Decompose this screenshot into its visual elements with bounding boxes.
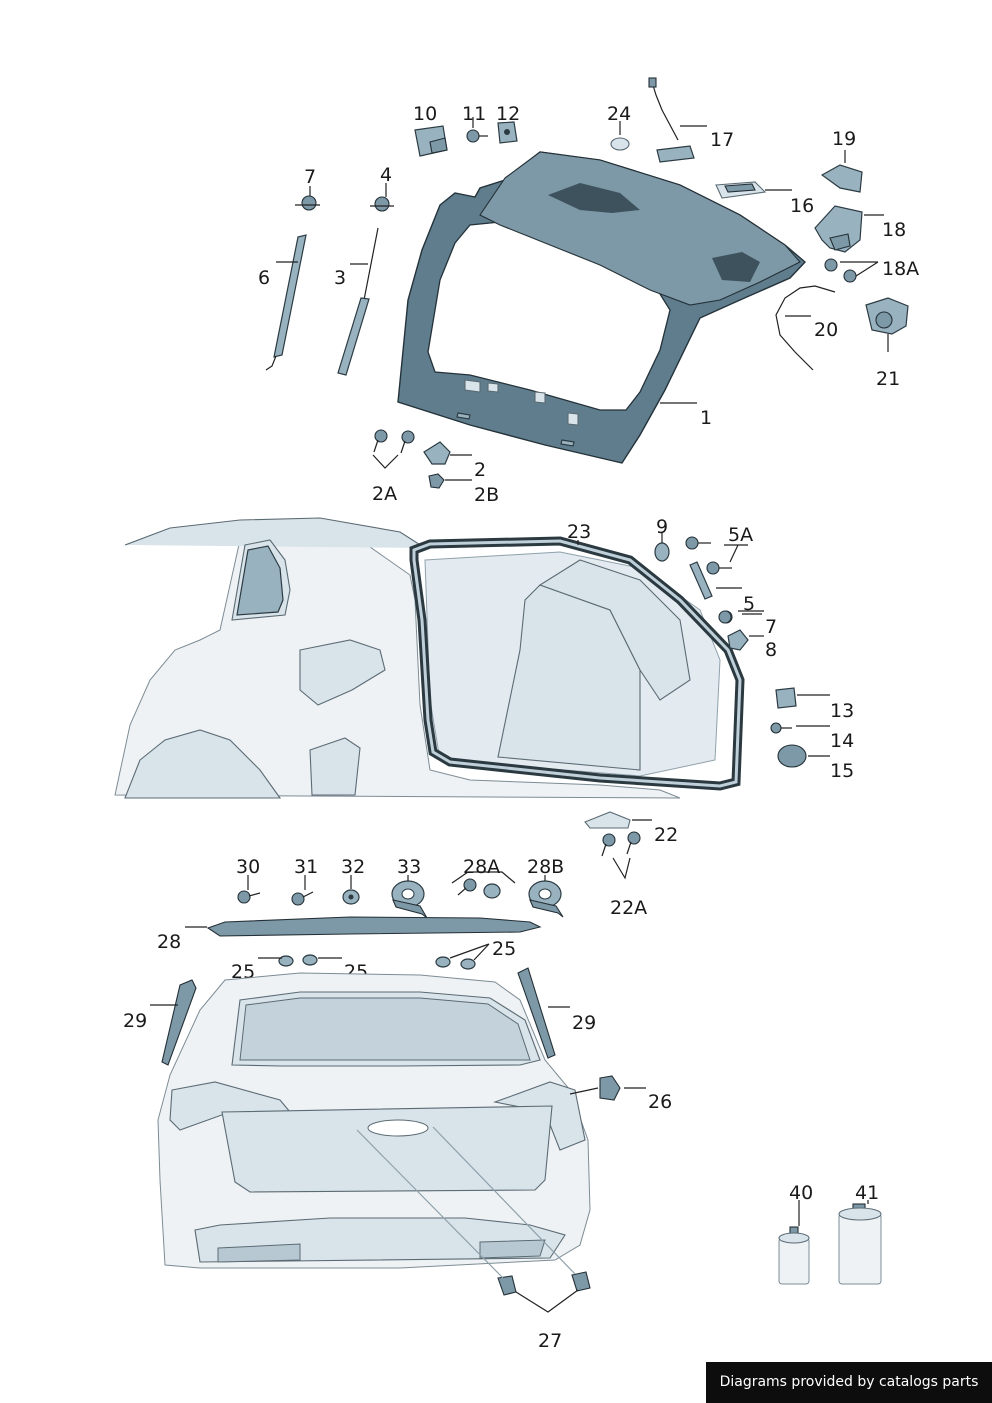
part-2 [423, 441, 451, 465]
part-28B [528, 880, 564, 918]
part-19 [820, 164, 863, 193]
label-17: 17 [710, 129, 734, 151]
label-14: 14 [830, 730, 854, 752]
part-25-washers [278, 954, 476, 970]
label-7-lower: 7 [765, 616, 777, 638]
label-32: 32 [341, 856, 365, 878]
part-13 [775, 687, 797, 709]
label-19: 19 [832, 128, 856, 150]
part-7-upper [295, 195, 320, 211]
part-5 [689, 561, 713, 600]
label-9: 9 [656, 516, 668, 538]
part-22 [584, 811, 631, 829]
label-30: 30 [236, 856, 260, 878]
part-3 [337, 227, 379, 376]
part-31 [291, 891, 314, 906]
part-41-bottle [838, 1203, 882, 1285]
label-2A: 2A [372, 483, 397, 505]
part-14 [770, 722, 792, 734]
part-2B [428, 473, 445, 489]
part-9 [654, 542, 670, 562]
label-3: 3 [334, 267, 346, 289]
part-15 [777, 744, 807, 768]
label-31: 31 [294, 856, 318, 878]
label-5A: 5A [728, 524, 753, 546]
part-26 [599, 1075, 621, 1101]
label-23: 23 [567, 521, 591, 543]
part-12 [497, 121, 518, 144]
label-11: 11 [462, 103, 486, 125]
part-29-left [161, 979, 197, 1066]
part-17 [648, 77, 695, 163]
label-21: 21 [876, 368, 900, 390]
label-28B: 28B [527, 856, 564, 878]
part-22A [601, 831, 641, 857]
part-21 [865, 297, 909, 335]
label-1: 1 [700, 407, 712, 429]
part-7-lower [718, 610, 732, 624]
label-10: 10 [413, 103, 437, 125]
part-24 [610, 137, 630, 151]
part-30 [237, 890, 261, 904]
label-29-right: 29 [572, 1012, 596, 1034]
label-24: 24 [607, 103, 631, 125]
label-8: 8 [765, 639, 777, 661]
part-33 [391, 880, 428, 919]
label-16: 16 [790, 195, 814, 217]
label-12: 12 [496, 103, 520, 125]
label-33: 33 [397, 856, 421, 878]
label-25c: 25 [492, 938, 516, 960]
label-27: 27 [538, 1330, 562, 1352]
label-6: 6 [258, 267, 270, 289]
part-4 [370, 196, 394, 212]
part-29-right [517, 967, 556, 1059]
car-rear-view [157, 972, 591, 1269]
label-7-upper: 7 [304, 166, 316, 188]
part-40-bottle [778, 1226, 810, 1285]
part-23-seal [409, 536, 745, 791]
part-2A [373, 429, 415, 454]
label-18A: 18A [882, 258, 919, 280]
attribution-footer: Diagrams provided by catalogs parts [706, 1362, 992, 1403]
part-32 [342, 889, 360, 905]
label-5: 5 [743, 593, 755, 615]
label-20: 20 [814, 319, 838, 341]
part-10 [414, 125, 448, 157]
label-2: 2 [474, 459, 486, 481]
label-28: 28 [157, 931, 181, 953]
part-28A [457, 878, 501, 899]
label-18: 18 [882, 219, 906, 241]
label-40: 40 [789, 1182, 813, 1204]
label-29-left: 29 [123, 1010, 147, 1032]
label-28A: 28A [463, 856, 500, 878]
part-8 [727, 629, 749, 651]
part-18A [824, 258, 857, 283]
label-2B: 2B [474, 484, 499, 506]
part-5A [685, 536, 732, 575]
part-18 [814, 205, 863, 253]
label-15: 15 [830, 760, 854, 782]
tailgate-panel [397, 151, 807, 464]
part-27-clips [497, 1271, 591, 1296]
part-16 [715, 181, 767, 199]
label-4: 4 [380, 164, 392, 186]
label-41: 41 [855, 1182, 879, 1204]
part-11 [466, 129, 488, 143]
label-22A: 22A [610, 897, 647, 919]
label-26: 26 [648, 1091, 672, 1113]
car-body-rear-opening [114, 517, 721, 799]
part-6 [265, 234, 307, 371]
part-28-spoiler [206, 916, 542, 937]
part-20 [775, 285, 836, 371]
label-22: 22 [654, 824, 678, 846]
label-13: 13 [830, 700, 854, 722]
